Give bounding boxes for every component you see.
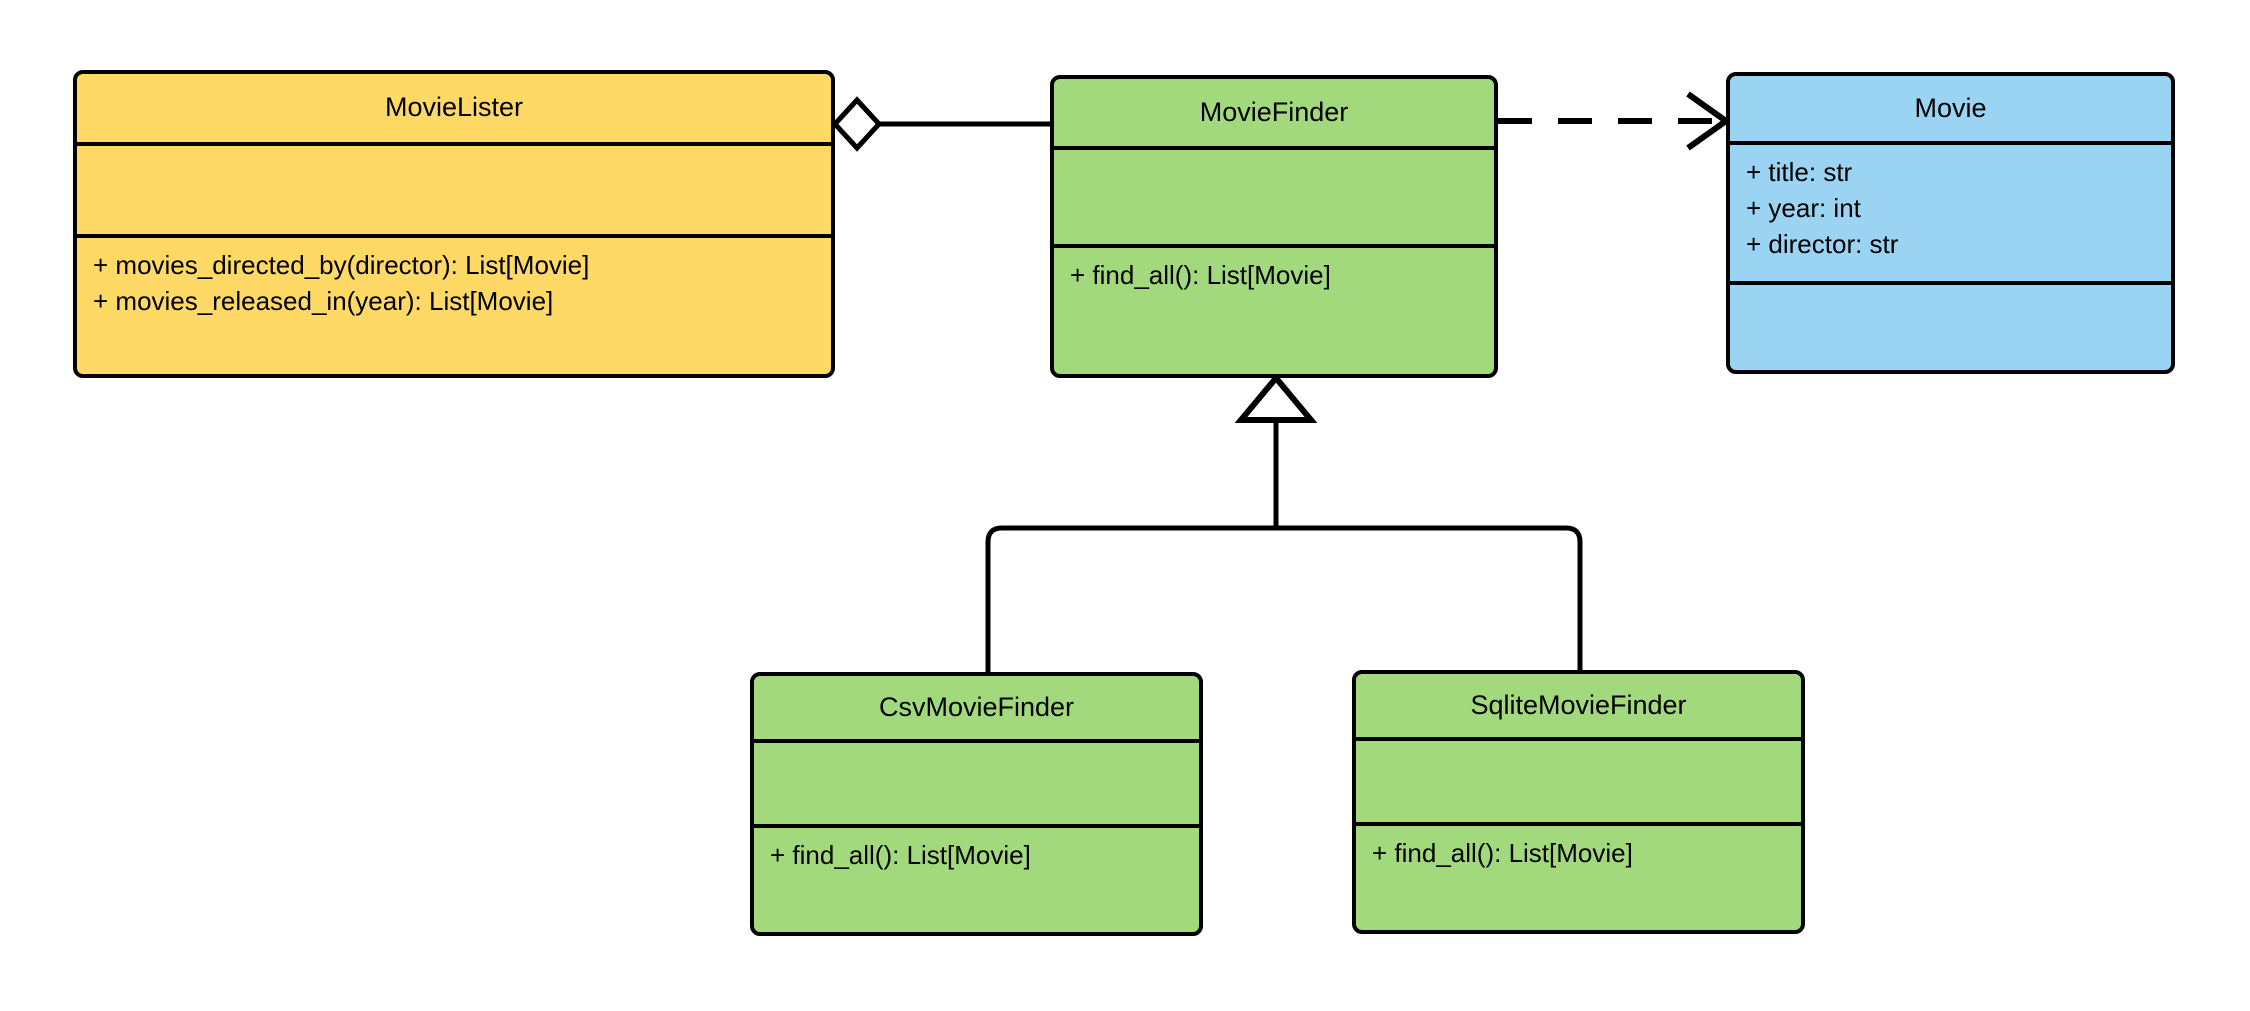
class-name-label: MovieLister bbox=[384, 92, 524, 123]
class-box-movie-lister[interactable]: MovieLister + movies_directed_by(directo… bbox=[73, 70, 835, 378]
generalization-branch-csv bbox=[985, 525, 1276, 672]
class-name-compartment: MovieLister bbox=[77, 74, 831, 146]
class-methods-compartment bbox=[1730, 285, 2171, 370]
class-name-label: CsvMovieFinder bbox=[878, 691, 1075, 722]
method-line: + movies_released_in(year): List[Movie] bbox=[93, 285, 554, 316]
class-name-label: Movie bbox=[1914, 92, 1987, 123]
class-box-csv-movie-finder[interactable]: CsvMovieFinder + find_all(): List[Movie] bbox=[750, 672, 1203, 936]
method-line: + movies_directed_by(director): List[Mov… bbox=[93, 250, 590, 280]
hollow-diamond-marker bbox=[831, 96, 883, 152]
class-methods-compartment: + find_all(): List[Movie] bbox=[754, 828, 1199, 932]
class-box-movie[interactable]: Movie + title: str + year: int + directo… bbox=[1726, 72, 2175, 374]
relationship-generalization-tree[interactable] bbox=[985, 373, 1583, 672]
relationship-dependency-finder-movie[interactable] bbox=[1498, 91, 1732, 151]
class-attributes-compartment bbox=[1356, 741, 1801, 826]
class-name-label: MovieFinder bbox=[1199, 96, 1349, 127]
relationship-aggregation-lister-finder[interactable] bbox=[831, 96, 1050, 152]
hollow-triangle-marker bbox=[1234, 373, 1318, 423]
class-name-compartment: MovieFinder bbox=[1054, 79, 1494, 150]
class-methods-compartment: + find_all(): List[Movie] bbox=[1054, 248, 1494, 374]
class-box-movie-finder[interactable]: MovieFinder + find_all(): List[Movie] bbox=[1050, 75, 1498, 378]
class-name-label: SqliteMovieFinder bbox=[1470, 689, 1687, 720]
class-attributes-compartment: + title: str + year: int + director: str bbox=[1730, 145, 2171, 285]
class-methods-compartment: + movies_directed_by(director): List[Mov… bbox=[77, 238, 831, 374]
method-line: + find_all(): List[Movie] bbox=[1372, 838, 1633, 868]
class-attributes-compartment bbox=[754, 743, 1199, 828]
method-line: + find_all(): List[Movie] bbox=[1070, 260, 1331, 290]
generalization-branch-sqlite bbox=[1276, 525, 1583, 670]
method-line: + find_all(): List[Movie] bbox=[770, 840, 1031, 870]
class-box-sqlite-movie-finder[interactable]: SqliteMovieFinder + find_all(): List[Mov… bbox=[1352, 670, 1805, 934]
class-methods-compartment: + find_all(): List[Movie] bbox=[1356, 826, 1801, 930]
attribute-line: + year: int bbox=[1746, 192, 1861, 223]
class-name-compartment: CsvMovieFinder bbox=[754, 676, 1199, 743]
class-attributes-compartment bbox=[1054, 150, 1494, 248]
attribute-line: + title: str bbox=[1746, 157, 1853, 187]
class-name-compartment: SqliteMovieFinder bbox=[1356, 674, 1801, 741]
class-attributes-compartment bbox=[77, 146, 831, 238]
class-name-compartment: Movie bbox=[1730, 76, 2171, 145]
attribute-line: + director: str bbox=[1746, 228, 1899, 259]
open-arrow-marker bbox=[1686, 91, 1732, 151]
